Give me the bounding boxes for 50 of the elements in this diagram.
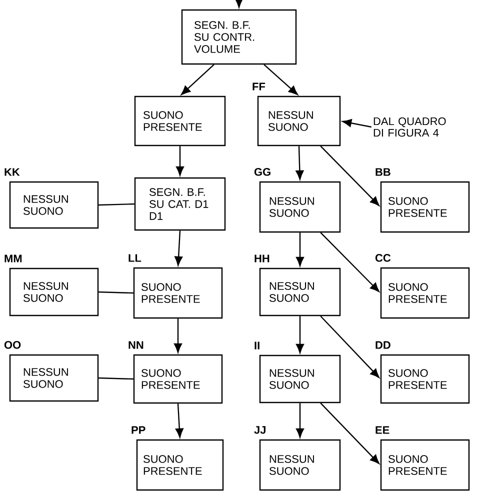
arrow [174, 230, 183, 266]
process-box: NESSUN SUONO [259, 268, 341, 316]
process-box: NESSUN SUONO [9, 354, 99, 402]
process-box: NESSUN SUONO [9, 181, 99, 229]
letter-label: EE [376, 426, 390, 434]
process-box: SUONO PRESENTE [133, 354, 223, 404]
process-box: SUONO PRESENTE [380, 181, 470, 233]
process-box: SUONO PRESENTE [380, 354, 470, 404]
arrow [320, 402, 380, 464]
arrow [296, 403, 304, 438]
letter-label: II [254, 342, 260, 350]
arrow [320, 316, 380, 378]
process-box: SEGN. B.F. SU CAT. D1 D1 [134, 177, 226, 231]
letter-label: OO [4, 341, 21, 349]
letter-label: MM [4, 254, 22, 262]
letter-label: FF [252, 82, 266, 90]
arrow [342, 119, 372, 128]
process-box: SUONO PRESENTE [136, 439, 224, 491]
letter-label: JJ [254, 426, 266, 434]
process-box: NESSUN SUONO [9, 268, 99, 316]
process-box: SUONO PRESENTE [133, 267, 223, 319]
arrow [320, 146, 380, 206]
arrow [175, 404, 184, 438]
process-box: SUONO PRESENTE [380, 267, 470, 319]
note-text: DAL QUADRO DI FIGURA 4 [374, 117, 446, 137]
process-box: SUONO PRESENTE [380, 439, 470, 491]
process-box: SEGN. B.F. SU CONTR. VOLUME [181, 9, 297, 65]
arrow [296, 232, 304, 266]
letter-label: PP [132, 426, 146, 434]
process-box: SUONO PRESENTE [134, 96, 226, 146]
arrow [264, 64, 298, 95]
arrow [176, 146, 184, 176]
process-box: NESSUN SUONO [259, 354, 341, 404]
letter-label: KK [4, 168, 20, 176]
arrow [174, 318, 182, 353]
letter-label: GG [254, 168, 270, 176]
letter-label: DD [376, 341, 390, 349]
letter-label: BB [376, 168, 390, 176]
process-box: NESSUN SUONO [259, 439, 341, 491]
letter-label: CC [375, 254, 391, 262]
process-box: NESSUN SUONO [259, 181, 341, 233]
arrow [296, 316, 304, 354]
arrow [320, 232, 380, 292]
letter-label: NN [128, 341, 144, 349]
arrow [296, 146, 304, 180]
arrow [235, 0, 243, 8]
letter-label: LL [128, 254, 142, 262]
letter-label: HH [254, 254, 270, 262]
arrow [181, 64, 214, 95]
process-box: NESSUN SUONO [257, 96, 341, 146]
